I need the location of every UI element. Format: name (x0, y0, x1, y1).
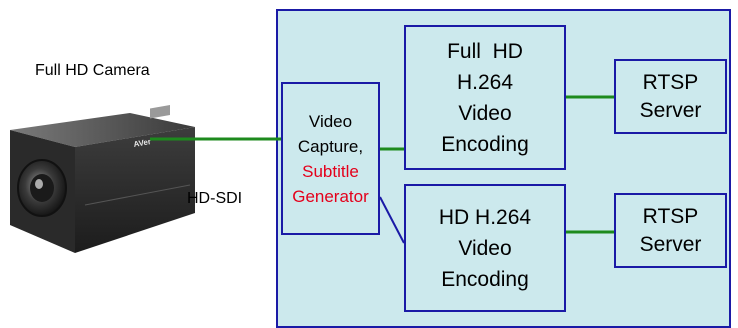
hd-encoder-line-3: Encoding (441, 267, 529, 291)
camera-brand-text: AVer (133, 137, 152, 149)
rtsp-top-line-2: Server (639, 98, 702, 122)
rtsp-server-top-box: RTSP Server (614, 59, 727, 134)
hd-encoder-box: HD H.264 Video Encoding (404, 184, 566, 312)
full-hd-encoder-box: Full HD H.264 Video Encoding (404, 25, 566, 170)
rtsp-server-bottom-box: RTSP Server (614, 193, 727, 268)
camera-title: Full HD Camera (35, 62, 150, 79)
full-hd-encoder-line-2: H.264 (456, 70, 514, 94)
rtsp-bottom-line-2: Server (639, 232, 702, 256)
hd-sdi-label: HD-SDI (187, 190, 243, 207)
hd-encoder-line-1: HD H.264 (438, 205, 532, 229)
capture-to-hd-link (379, 196, 405, 244)
rtsp-top-line-1: RTSP (642, 70, 699, 94)
full-hd-encoder-line-1: Full HD (447, 39, 523, 63)
subtitle-line-1: Subtitle (302, 161, 359, 181)
full-hd-encoder-line-3: Video (458, 101, 512, 125)
camera-image: AVer (10, 105, 195, 253)
subtitle-line-2: Generator (292, 186, 369, 206)
capture-line-2: Capture, (297, 136, 364, 156)
hd-encoder-line-2: Video (458, 236, 512, 260)
capture-line-1: Video (308, 111, 353, 131)
rtsp-bottom-line-1: RTSP (642, 204, 699, 228)
full-hd-encoder-line-4: Encoding (441, 132, 529, 156)
video-capture-box: Video Capture, Subtitle Generator (281, 82, 380, 235)
